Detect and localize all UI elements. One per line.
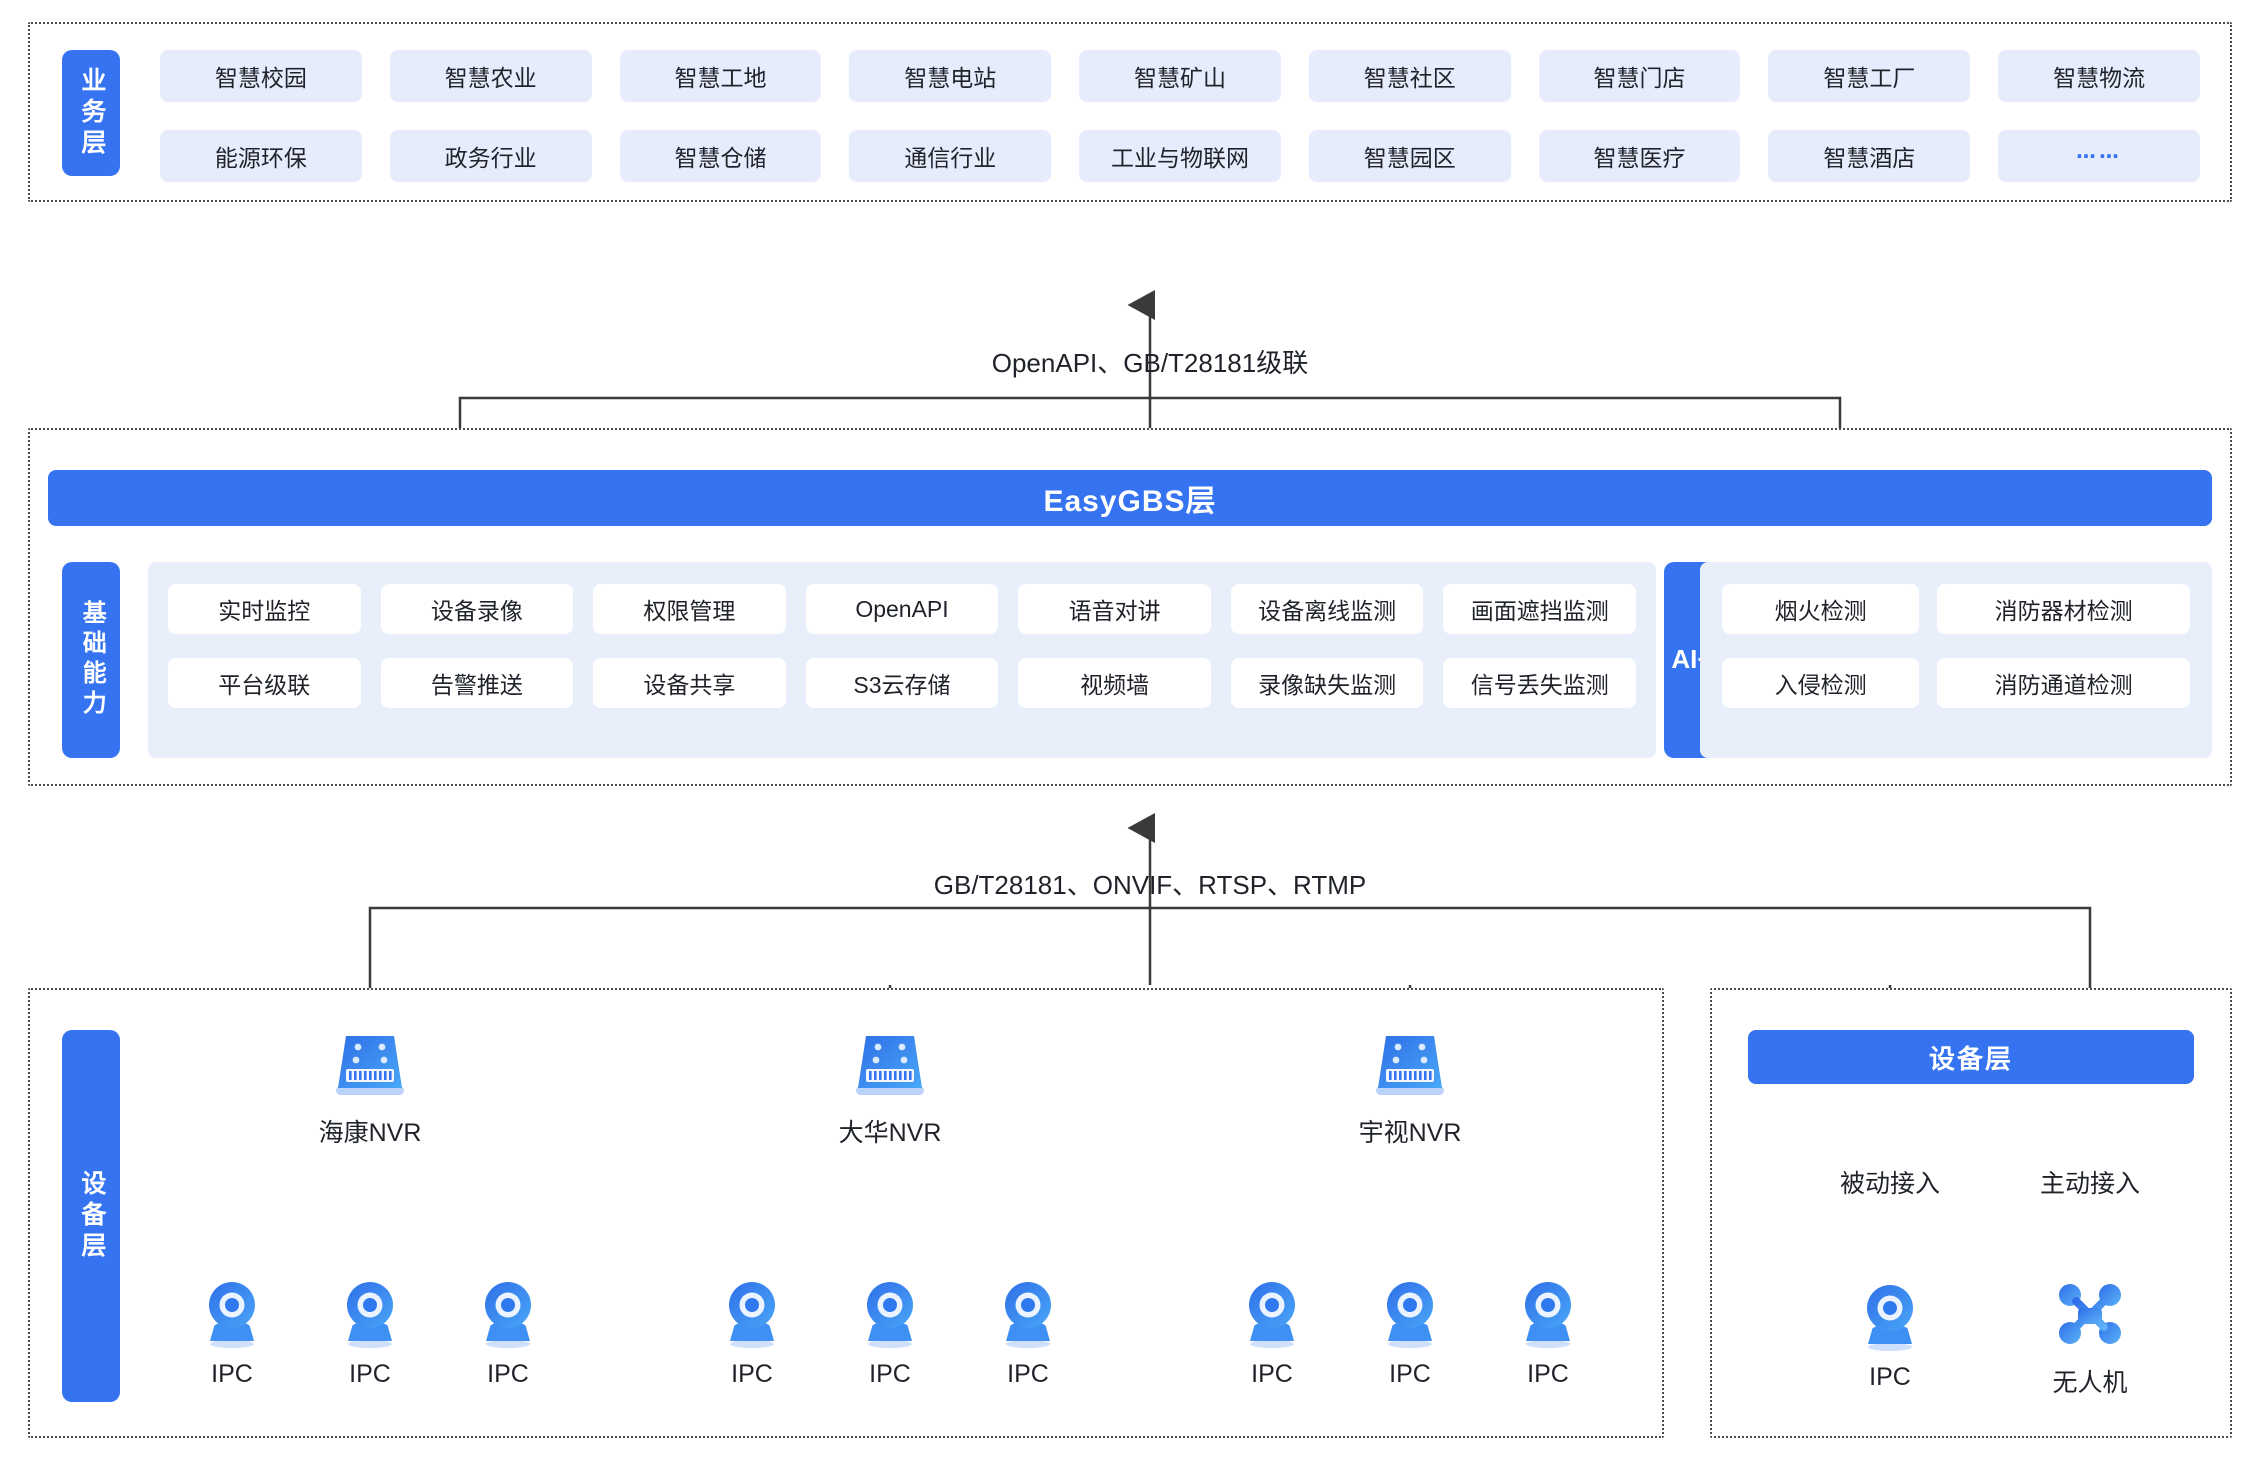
ipc-label: IPC: [1007, 1360, 1049, 1388]
ipc-node[interactable]: IPC: [1207, 1275, 1337, 1389]
nvr-icon: [856, 1036, 924, 1095]
top-connector-label: OpenAPI、GB/T28181级联: [991, 348, 1309, 378]
business-item[interactable]: 通信行业: [849, 130, 1052, 182]
ai-ability-grid: 烟火检测 消防器材检测 入侵检测 消防通道检测: [1722, 584, 2190, 708]
camera-icon: [347, 1282, 393, 1348]
nvr-icon: [336, 1036, 404, 1095]
ipc-label: IPC: [1389, 1360, 1431, 1388]
ipc-node[interactable]: IPC: [167, 1275, 297, 1389]
device-layer-right-title: 设备层: [1748, 1030, 2194, 1084]
ability-item[interactable]: 视频墙: [1018, 658, 1211, 708]
basic-ability-side-label: 基础能力: [62, 562, 120, 758]
ability-item[interactable]: 平台级联: [168, 658, 361, 708]
ipc-label: IPC: [731, 1360, 773, 1388]
ai-item[interactable]: 消防器材检测: [1937, 584, 2190, 634]
nvr-node-uniview[interactable]: 宇视NVR: [1310, 1030, 1510, 1149]
business-item[interactable]: 智慧工厂: [1768, 50, 1971, 102]
nvr-node-hikvision[interactable]: 海康NVR: [270, 1030, 470, 1149]
ipc-label: IPC: [1869, 1363, 1911, 1391]
access-mode-active-label: 主动接入: [2039, 1170, 2140, 1198]
business-item-more[interactable]: ⋯⋯: [1998, 130, 2200, 182]
ability-item[interactable]: 信号丢失监测: [1443, 658, 1636, 708]
access-mode-active: 主动接入: [1990, 1160, 2190, 1204]
ability-item[interactable]: 权限管理: [593, 584, 786, 634]
ipc-node-passive[interactable]: IPC: [1825, 1278, 1955, 1392]
business-item[interactable]: 智慧社区: [1308, 50, 1511, 102]
basic-ability-side-label-text: 基础能力: [78, 600, 106, 720]
easygbs-title-bar: EasyGBS层: [48, 470, 2212, 526]
business-item[interactable]: 智慧医疗: [1538, 130, 1741, 182]
ipc-node[interactable]: IPC: [825, 1275, 955, 1389]
business-layer-side-label: 业务层: [62, 50, 120, 176]
easygbs-title-text: EasyGBS层: [1043, 485, 1217, 518]
drone-label: 无人机: [2052, 1369, 2128, 1397]
business-item[interactable]: 能源环保: [160, 130, 362, 182]
device-layer-side-label: 设备层: [62, 1030, 120, 1402]
camera-icon: [1005, 1282, 1051, 1348]
drone-icon: [2059, 1284, 2121, 1344]
camera-icon: [485, 1282, 531, 1348]
nvr-node-dahua[interactable]: 大华NVR: [790, 1030, 990, 1149]
ability-item[interactable]: 设备录像: [380, 584, 574, 634]
access-mode-passive-label: 被动接入: [1839, 1170, 1940, 1198]
basic-ability-panel: 实时监控 设备录像 权限管理 OpenAPI 语音对讲 设备离线监测 画面遮挡监…: [148, 562, 1656, 758]
ipc-label: IPC: [869, 1360, 911, 1388]
device-layer-side-label-text: 设备层: [77, 1169, 106, 1263]
ability-item[interactable]: 语音对讲: [1018, 584, 1211, 634]
ipc-label: IPC: [1527, 1360, 1569, 1388]
ai-item[interactable]: 消防通道检测: [1937, 658, 2190, 708]
ability-item[interactable]: 告警推送: [380, 658, 574, 708]
camera-icon: [867, 1282, 913, 1348]
ipc-node[interactable]: IPC: [1345, 1275, 1475, 1389]
ipc-node[interactable]: IPC: [305, 1275, 435, 1389]
ability-item[interactable]: 录像缺失监测: [1230, 658, 1424, 708]
ai-item[interactable]: 烟火检测: [1722, 584, 1920, 634]
business-item[interactable]: 智慧农业: [389, 50, 592, 102]
camera-icon: [729, 1282, 775, 1348]
ipc-node[interactable]: IPC: [443, 1275, 573, 1389]
business-item[interactable]: 智慧校园: [160, 50, 362, 102]
ability-item[interactable]: OpenAPI: [805, 584, 999, 634]
nvr-icon: [1376, 1036, 1444, 1095]
nvr-label: 海康NVR: [318, 1119, 422, 1147]
camera-icon: [1525, 1282, 1571, 1348]
ability-item[interactable]: 画面遮挡监测: [1443, 584, 1636, 634]
business-item[interactable]: 智慧园区: [1308, 130, 1511, 182]
business-item[interactable]: 智慧仓储: [619, 130, 822, 182]
nvr-label: 宇视NVR: [1358, 1119, 1462, 1147]
ipc-node[interactable]: IPC: [1483, 1275, 1613, 1389]
business-item[interactable]: 智慧门店: [1538, 50, 1741, 102]
ability-item[interactable]: 实时监控: [168, 584, 361, 634]
ipc-node[interactable]: IPC: [687, 1275, 817, 1389]
business-layer-side-label-text: 业务层: [77, 66, 106, 160]
drone-node-active[interactable]: 无人机: [2025, 1278, 2155, 1399]
bottom-connector-label: GB/T28181、ONVIF、RTSP、RTMP: [933, 870, 1367, 900]
business-item[interactable]: 工业与物联网: [1079, 130, 1281, 182]
camera-icon: [1867, 1285, 1913, 1351]
ipc-label: IPC: [487, 1360, 529, 1388]
business-item[interactable]: 智慧电站: [849, 50, 1052, 102]
business-item[interactable]: 智慧酒店: [1768, 130, 1971, 182]
nvr-label: 大华NVR: [838, 1119, 942, 1147]
ipc-label: IPC: [349, 1360, 391, 1388]
ai-ability-panel: 烟火检测 消防器材检测 入侵检测 消防通道检测: [1700, 562, 2212, 758]
ipc-label: IPC: [211, 1360, 253, 1388]
ability-item[interactable]: 设备离线监测: [1230, 584, 1424, 634]
business-layer-grid: 智慧校园 智慧农业 智慧工地 智慧电站 智慧矿山 智慧社区 智慧门店 智慧工厂 …: [160, 50, 2200, 182]
business-item[interactable]: 智慧工地: [619, 50, 822, 102]
access-mode-passive: 被动接入: [1790, 1160, 1990, 1204]
camera-icon: [1387, 1282, 1433, 1348]
ipc-node[interactable]: IPC: [963, 1275, 1093, 1389]
ability-item[interactable]: S3云存储: [805, 658, 999, 708]
camera-icon: [1249, 1282, 1295, 1348]
business-item[interactable]: 智慧矿山: [1079, 50, 1281, 102]
camera-icon: [209, 1282, 255, 1348]
basic-ability-grid: 实时监控 设备录像 权限管理 OpenAPI 语音对讲 设备离线监测 画面遮挡监…: [168, 584, 1636, 708]
ipc-label: IPC: [1251, 1360, 1293, 1388]
ai-item[interactable]: 入侵检测: [1722, 658, 1920, 708]
ability-item[interactable]: 设备共享: [593, 658, 786, 708]
business-item[interactable]: 智慧物流: [1998, 50, 2200, 102]
device-layer-right-title-text: 设备层: [1928, 1043, 2013, 1074]
business-item[interactable]: 政务行业: [389, 130, 592, 182]
